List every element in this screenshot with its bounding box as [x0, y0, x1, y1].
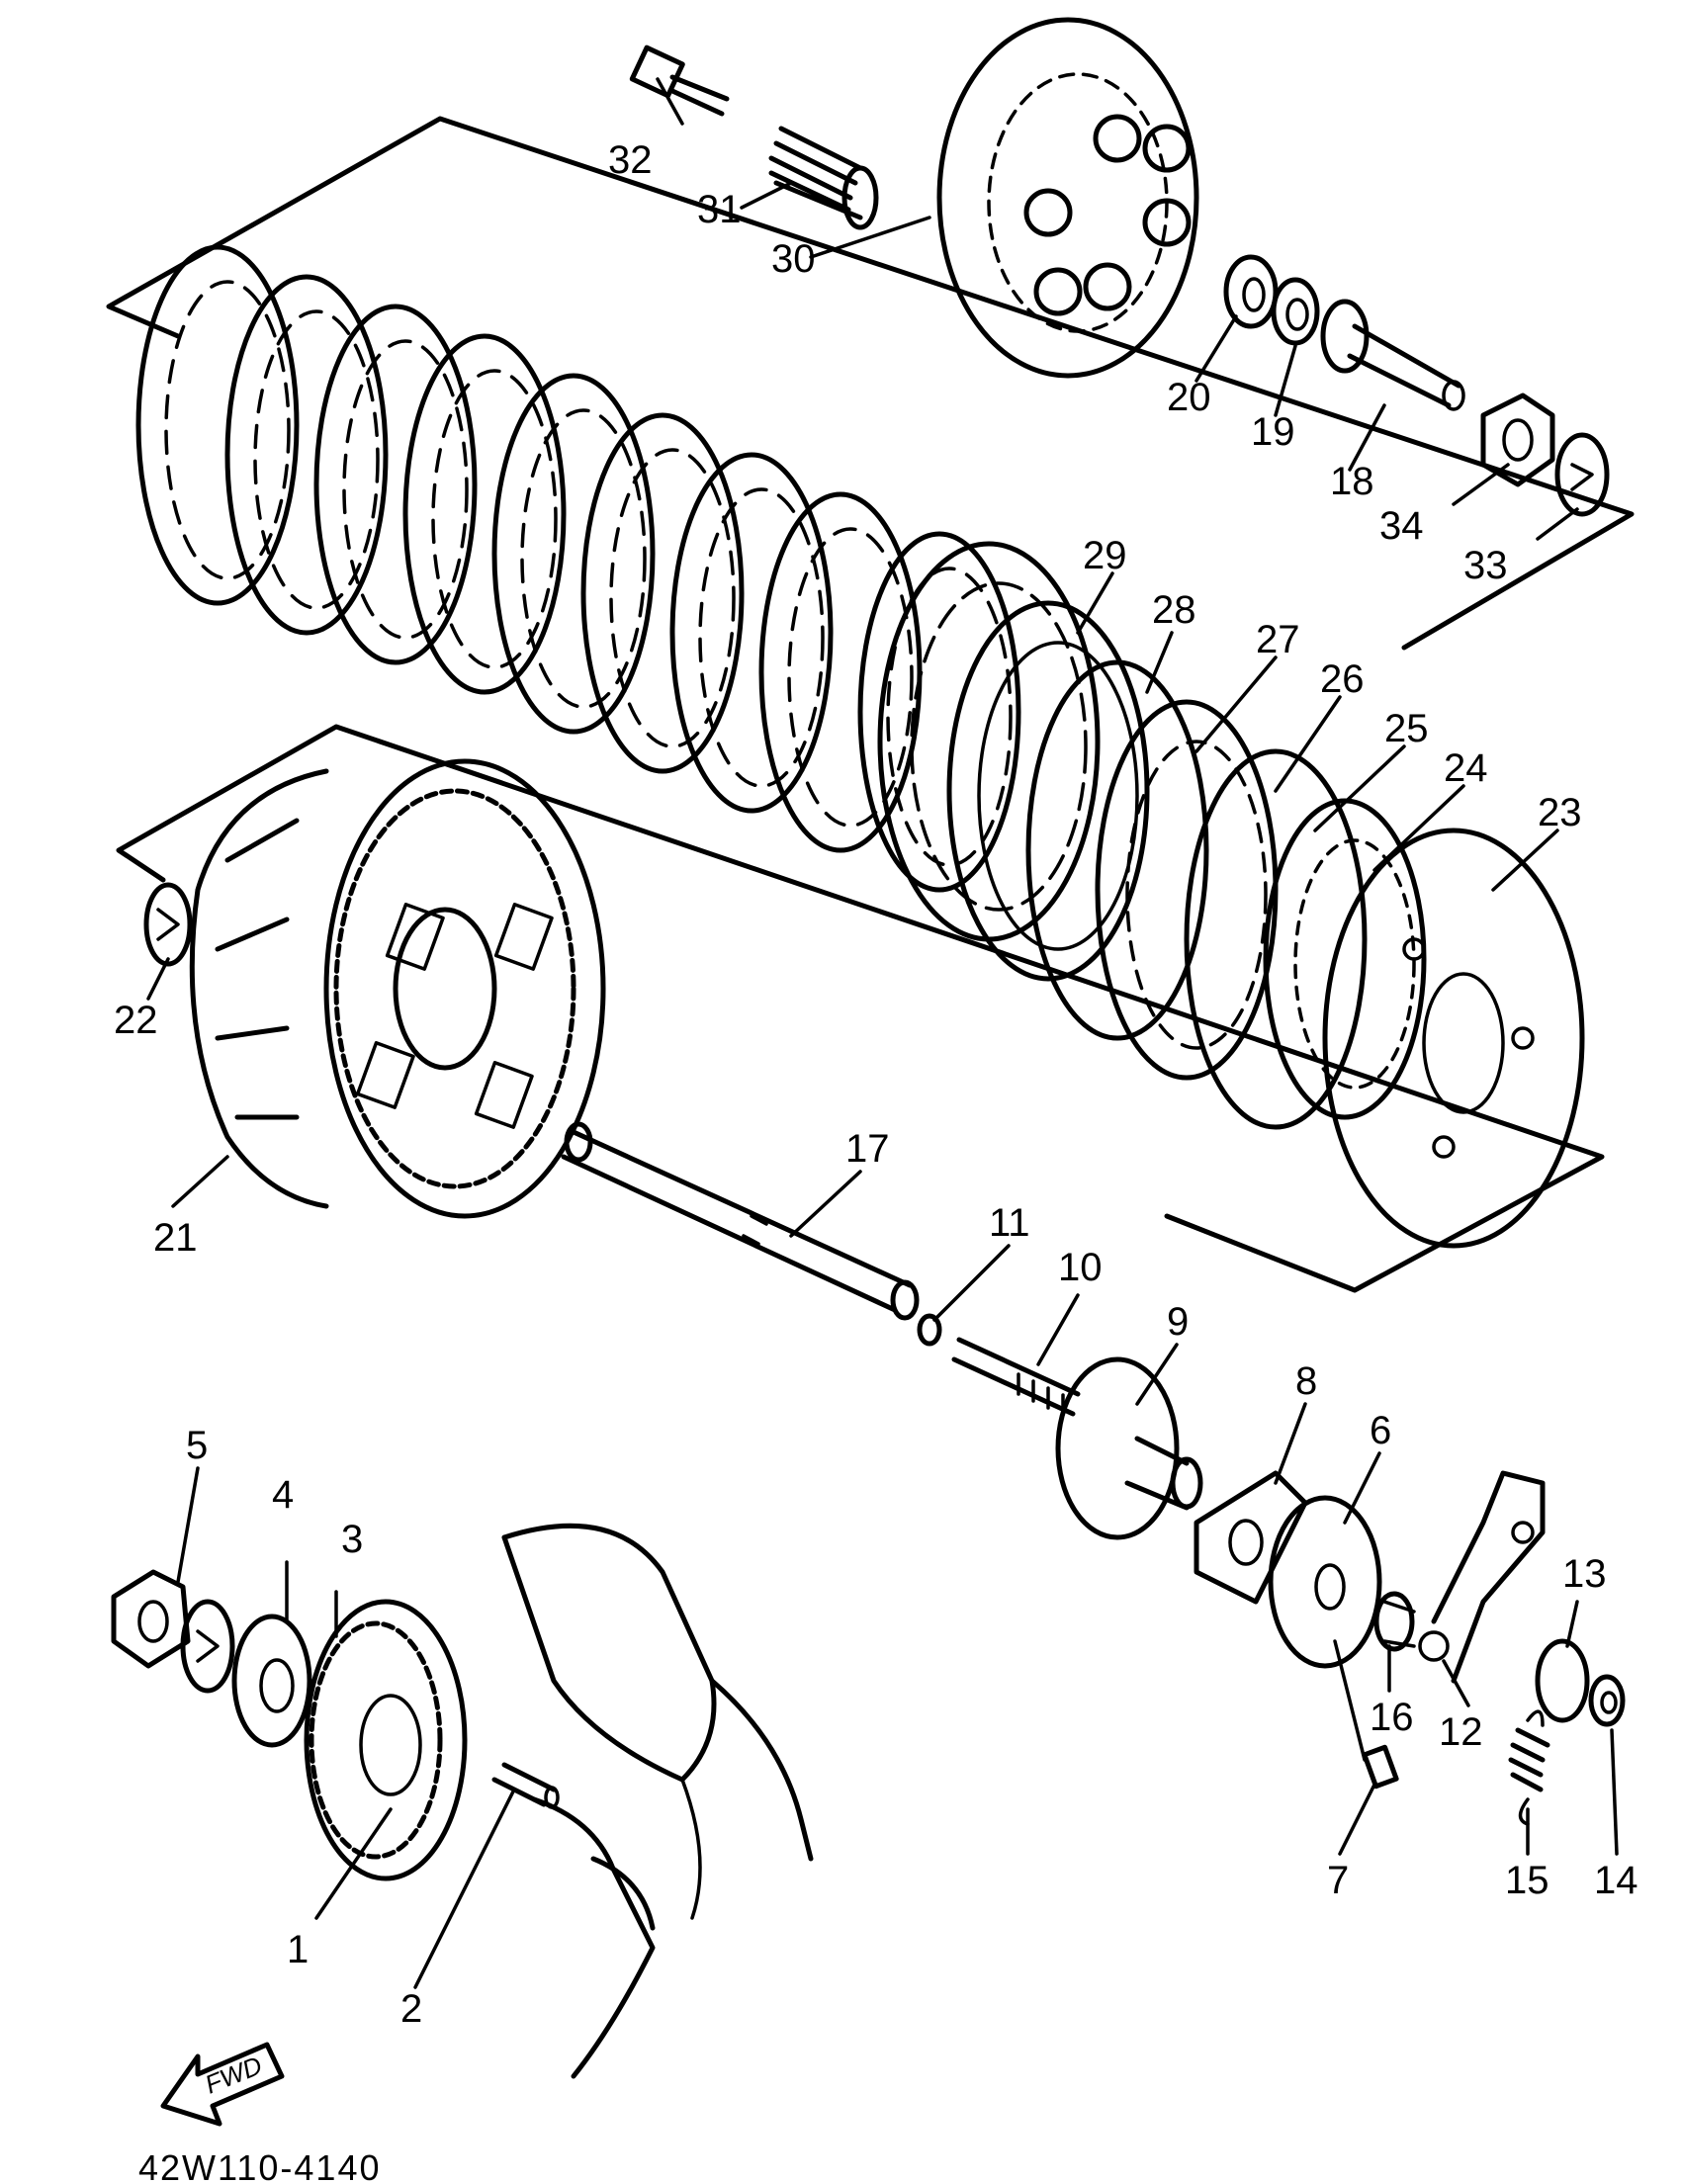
plate-8 — [1194, 1470, 1308, 1605]
shaft-10 — [951, 1337, 1081, 1417]
callout-8: 8 — [1295, 1359, 1317, 1403]
callout-17: 17 — [845, 1127, 890, 1171]
callout-32: 32 — [608, 138, 653, 182]
callout-1: 1 — [287, 1928, 309, 1971]
push-rod-17 — [561, 1121, 920, 1321]
bolt-32 — [629, 44, 730, 117]
adjuster-9 — [1055, 1356, 1203, 1540]
spring-15 — [1508, 1709, 1550, 1826]
forward-arrow: FWD — [160, 2042, 285, 2127]
lock-washer-33 — [1554, 432, 1610, 517]
upper-assembly-bracket — [106, 116, 1635, 651]
callout-2: 2 — [400, 1987, 422, 2031]
push-lever-12 — [1418, 1470, 1546, 1684]
pressure-plate-30 — [936, 17, 1199, 379]
washer-20 — [1223, 254, 1279, 329]
clutch-housing-21 — [189, 758, 606, 1219]
pin-7 — [1333, 1639, 1399, 1790]
callout-15: 15 — [1505, 1859, 1549, 1902]
callout-14: 14 — [1594, 1859, 1638, 1902]
callout-22: 22 — [114, 999, 158, 1042]
callout-23: 23 — [1538, 791, 1582, 834]
friction-plate-28 — [946, 600, 1150, 982]
callout-7: 7 — [1327, 1859, 1349, 1902]
crank-piston-outline — [501, 1523, 814, 2079]
ring-25 — [1184, 748, 1368, 1130]
callout-28: 28 — [1152, 588, 1196, 632]
spring-31 — [768, 126, 879, 230]
callout-3: 3 — [341, 1518, 363, 1561]
gear-1 — [304, 1599, 468, 1881]
callout-31: 31 — [697, 188, 742, 231]
lower-assembly-bracket — [116, 724, 1605, 1293]
figure-code: 42W110-4140 — [138, 2147, 382, 2184]
pressure-plate-23 — [1322, 828, 1585, 1249]
callout-24: 24 — [1444, 746, 1488, 790]
callout-5: 5 — [186, 1424, 208, 1467]
callout-19: 19 — [1251, 410, 1295, 454]
washer-3 — [231, 1614, 312, 1748]
key-2 — [491, 1762, 560, 1809]
ball-11 — [917, 1313, 942, 1347]
callout-27: 27 — [1256, 618, 1300, 661]
callout-30: 30 — [771, 237, 816, 281]
callout-labels: 1 2 3 4 5 6 7 8 9 10 11 12 13 14 15 16 1… — [114, 138, 1638, 2031]
callout-13: 13 — [1562, 1552, 1607, 1596]
nut-5 — [111, 1569, 191, 1669]
callout-26: 26 — [1320, 657, 1365, 701]
callout-21: 21 — [153, 1216, 198, 1260]
callout-12: 12 — [1439, 1710, 1483, 1754]
callout-6: 6 — [1370, 1409, 1391, 1452]
callout-29: 29 — [1083, 534, 1127, 577]
callout-16: 16 — [1370, 1696, 1414, 1739]
washer-13 — [1535, 1638, 1590, 1723]
callout-25: 25 — [1384, 707, 1429, 750]
callout-18: 18 — [1330, 460, 1374, 503]
ring-27 — [1025, 659, 1209, 1041]
callout-9: 9 — [1167, 1300, 1189, 1344]
nut-14 — [1588, 1674, 1626, 1727]
clutch-plates-stack — [135, 244, 1021, 893]
lock-washer-4 — [180, 1599, 235, 1694]
bearing-19 — [1271, 277, 1320, 346]
oil-seal-6 — [1268, 1495, 1382, 1669]
push-rod-18 — [1320, 299, 1465, 411]
washer-22 — [143, 882, 193, 967]
callout-33: 33 — [1463, 544, 1508, 587]
callout-34: 34 — [1379, 504, 1424, 548]
leader-lines — [146, 77, 1619, 1989]
callout-10: 10 — [1058, 1246, 1103, 1289]
callout-4: 4 — [272, 1473, 294, 1517]
nut-34 — [1480, 393, 1555, 487]
bushing-16 — [1373, 1591, 1416, 1652]
callout-11: 11 — [989, 1201, 1030, 1245]
callout-20: 20 — [1167, 376, 1211, 419]
